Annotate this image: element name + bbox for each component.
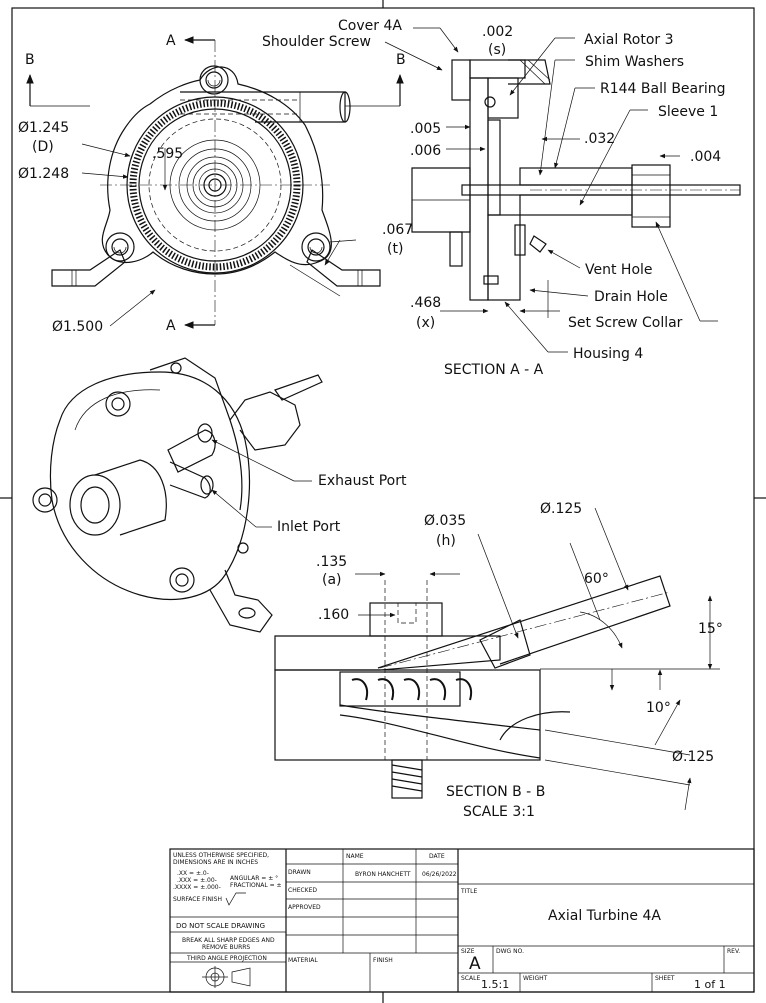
tb-finish: FINISH [373,957,393,964]
tb-scale: 1.5:1 [481,978,509,991]
dim-angle-15: 15° [698,621,723,637]
section-a-marker-top: A [166,33,176,49]
callout-shim-washers: Shim Washers [585,54,684,70]
tb-material: MATERIAL [288,957,318,964]
dim-angle-60: 60° [584,571,609,587]
tb-tol-x: .XX = ±.0- [177,870,209,877]
dim-160: .160 [318,607,349,623]
tb-tolerance-line2: DIMENSIONS ARE IN INCHES [173,859,258,866]
callout-inlet-port: Inlet Port [277,519,341,535]
tb-drawn-name: BYRON HANCHETT [355,871,411,878]
front-view [51,40,381,325]
dim-004: .004 [690,149,721,165]
tb-approved: APPROVED [288,904,321,911]
callout-drain-hole: Drain Hole [594,289,668,305]
callout-exhaust-port: Exhaust Port [318,473,407,489]
section-bb-scale: SCALE 3:1 [463,804,535,820]
tb-weight-label: WEIGHT [523,975,548,982]
section-bb-dimensions [355,507,713,811]
tb-break-edges-2: REMOVE BURRS [202,944,250,951]
callout-shoulder-screw: Shoulder Screw [262,34,371,50]
tb-tol-xxx: .XXXX = ±.000- [173,884,221,891]
tb-date-header: DATE [429,853,445,860]
tb-do-not-scale: DO NOT SCALE DRAWING [176,922,265,930]
tb-tolerance-line1: UNLESS OTHERWISE SPECIFIED, [173,852,269,859]
dim-468: .468 [410,295,441,311]
tb-third-angle: THIRD ANGLE PROJECTION [186,955,267,962]
dim-angle-10: 10° [646,700,671,716]
section-bb-label: SECTION B - B [446,784,545,800]
section-bb-view [274,575,720,799]
section-b-marker-right: B [396,52,406,68]
dim-h-label: (h) [436,533,456,549]
section-aa-label: SECTION A - A [444,362,544,378]
dim-dia-125-bottom: Ø.125 [672,749,714,765]
tb-checked: CHECKED [288,887,317,894]
section-a-marker-bottom: A [166,318,176,334]
dim-x-label: (x) [416,315,435,331]
dim-595: .595 [152,146,183,162]
dim-dia-1500: Ø1.500 [52,319,103,335]
tb-surface-finish: SURFACE FINISH [173,896,222,903]
tb-size-label: SIZE [461,948,475,955]
tb-drawn-date: 06/26/2022 [422,871,457,878]
tb-sheet: 1 of 1 [694,978,726,991]
dim-002: .002 [482,24,513,40]
dim-067: .067 [382,222,413,238]
tb-title: Axial Turbine 4A [548,908,661,924]
title-block [169,848,755,993]
dim-006: .006 [410,143,441,159]
front-view-dimensions [81,143,357,327]
dim-dia-1245: Ø1.245 [18,120,69,136]
tb-name-header: NAME [346,853,364,860]
tb-fractional: FRACTIONAL = ± [230,882,282,889]
callout-axial-rotor: Axial Rotor 3 [584,32,674,48]
tb-dwg-no-label: DWG NO. [496,948,524,955]
tb-scale-label: SCALE [461,975,480,982]
dim-032: .032 [584,131,615,147]
tb-drawn: DRAWN [288,869,311,876]
dim-a-label: (a) [322,572,342,588]
tb-angular: ANGULAR = ± ° [230,875,278,882]
dim-135: .135 [316,554,347,570]
tb-rev-label: REV. [727,948,740,955]
section-b-marker-left: B [25,52,35,68]
callout-cover: Cover 4A [338,18,402,34]
section-aa-leaders [384,27,718,353]
dim-dia-035: Ø.035 [424,513,466,529]
dim-dia-125-top: Ø.125 [540,501,582,517]
dim-D-label: (D) [32,139,54,155]
isometric-view [32,357,323,633]
tb-tol-xx: .XXX = ±.00- [177,877,217,884]
tb-size: A [469,954,481,974]
section-aa-view [411,59,741,301]
dim-s-label: (s) [488,42,506,58]
section-markers [26,36,404,329]
dim-005: .005 [410,121,441,137]
callout-ball-bearing: R144 Ball Bearing [600,81,726,97]
tb-title-label: TITLE [460,888,477,895]
callout-housing: Housing 4 [573,346,643,362]
tb-break-edges-1: BREAK ALL SHARP EDGES AND [182,937,275,944]
dim-t-label: (t) [387,241,403,257]
tb-sheet-label: SHEET [655,975,675,982]
dim-dia-1248: Ø1.248 [18,166,69,182]
callout-sleeve: Sleeve 1 [658,104,718,120]
callout-vent-hole: Vent Hole [585,262,653,278]
callout-set-screw-collar: Set Screw Collar [568,315,683,331]
